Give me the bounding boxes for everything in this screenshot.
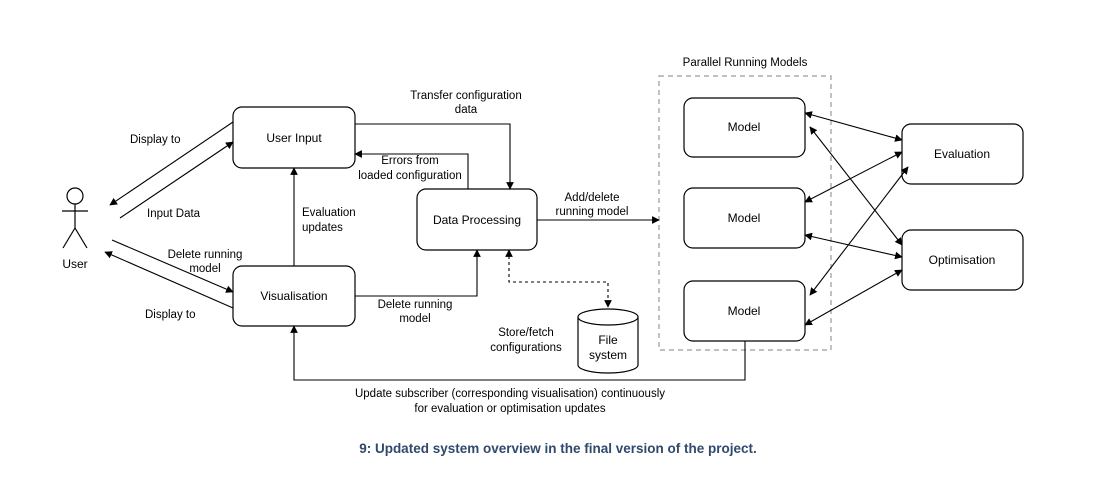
edge-transfer-config	[355, 123, 514, 190]
edge-store-fetch	[505, 249, 612, 308]
model-label-2: Model	[728, 211, 761, 225]
edge-model3-evaluation	[809, 166, 909, 296]
file-system-label-2: system	[589, 348, 627, 362]
user-actor	[62, 187, 88, 249]
label-user-delete-model-2: model	[189, 263, 220, 275]
system-overview-diagram: Parallel Running Models User User Input …	[62, 57, 1024, 415]
model-node-2	[683, 187, 806, 249]
file-system-label-1: File	[598, 333, 618, 347]
label-update-subscriber-1: Update subscriber (corresponding visuali…	[355, 388, 665, 400]
edge-input-data	[119, 141, 234, 219]
evaluation-label: Evaluation	[934, 147, 990, 161]
edge-model3-optimisation	[804, 269, 903, 326]
label-evaluation-updates-2: updates	[302, 222, 343, 234]
edge-update-subscriber	[290, 325, 746, 381]
label-update-subscriber-2: for evaluation or optimisation updates	[414, 403, 605, 415]
edge-errors	[354, 150, 469, 189]
label-transfer-config-1: Transfer configuration	[410, 90, 521, 102]
edge-vis-delete-model	[355, 249, 481, 297]
edge-display-to-bottom	[104, 251, 234, 309]
label-vis-delete-model-1: Delete running	[378, 299, 453, 311]
data-processing-label: Data Processing	[433, 213, 521, 227]
edge-model1-evaluation	[804, 111, 903, 142]
figure-caption: 9: Updated system overview in the final …	[359, 441, 757, 456]
label-store-fetch-1: Store/fetch	[498, 327, 554, 339]
edge-model1-optimisation	[809, 126, 903, 246]
label-add-delete-2: running model	[556, 206, 629, 218]
user-input-label: User Input	[266, 131, 322, 145]
edge-user-delete-model	[111, 239, 234, 293]
label-user-delete-model-1: Delete running	[168, 249, 243, 261]
label-store-fetch-2: configurations	[490, 342, 562, 354]
model-label-3: Model	[728, 304, 761, 318]
label-errors-1: Errors from	[381, 155, 439, 167]
label-vis-delete-model-2: model	[399, 313, 430, 325]
model-label-1: Model	[728, 120, 761, 134]
label-display-to-top: Display to	[130, 134, 181, 146]
label-errors-2: loaded configuration	[358, 170, 462, 182]
parallel-models-title: Parallel Running Models	[683, 57, 808, 69]
file-system-node	[577, 308, 639, 374]
label-input-data: Input Data	[147, 208, 201, 220]
user-head	[66, 187, 84, 205]
label-display-to-bottom: Display to	[145, 309, 196, 321]
user-label: User	[62, 257, 87, 271]
label-add-delete-1: Add/delete	[565, 192, 620, 204]
edge-display-to-top	[109, 121, 234, 206]
label-evaluation-updates-1: Evaluation	[302, 207, 356, 219]
label-transfer-config-2: data	[455, 104, 478, 116]
visualisation-label: Visualisation	[260, 289, 327, 303]
optimisation-label: Optimisation	[929, 253, 996, 267]
